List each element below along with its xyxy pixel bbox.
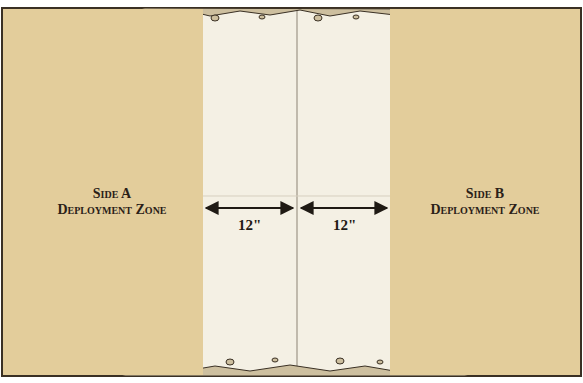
zone-label: Side B Deployment Zone <box>429 186 541 218</box>
center-line <box>297 9 298 375</box>
deployment-zone: Side B Deployment Zone <box>390 9 580 375</box>
zone-label: Side A Deployment Zone <box>56 186 168 218</box>
dimension-label: 12" <box>236 217 263 234</box>
deployment-zone: Side A Deployment Zone <box>3 9 203 375</box>
dimension-arrow <box>301 207 387 209</box>
fold-line <box>203 196 390 197</box>
dimension-arrow <box>206 207 293 209</box>
dimension-label: 12" <box>331 217 358 234</box>
no-mans-land <box>203 9 390 375</box>
map-border <box>2 8 581 376</box>
